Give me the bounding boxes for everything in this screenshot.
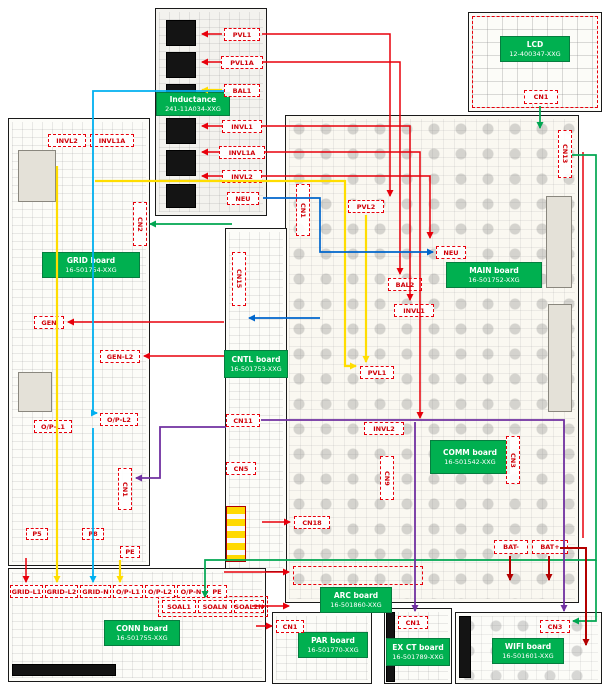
connector-main-pvl1: PVL1 (360, 366, 394, 379)
board-name: GRID board (66, 256, 116, 266)
board-name: ARC board (333, 591, 379, 601)
lcd-board-label: LCD 12-400347-XXG (500, 36, 570, 62)
cntl-board-label: CNTL board 16-501753-XXG (224, 350, 288, 378)
connector-inductance-invl2: INVL2 (222, 170, 262, 183)
inductor-block (166, 52, 196, 78)
connector-conn-opl2: O/P-L2 (145, 585, 175, 598)
connector-conn-soal2n: SOAL2N (234, 600, 264, 613)
inductance-board-label: Inductance 241-11A034-XXG (156, 92, 230, 116)
board-part-number: 16-501601-XXG (502, 651, 554, 660)
board-name: LCD (526, 40, 544, 50)
board-part-number: 16-501755-XXG (116, 633, 168, 642)
grid-relay (18, 150, 56, 202)
connector-main-cn9: CN9 (380, 456, 394, 500)
board-part-number: 12-400347-XXG (509, 49, 561, 58)
connector-main-bat: BAT+ (532, 540, 568, 554)
connector-grid-pe: PE (120, 546, 140, 558)
comm-board-label: COMM board 16-501542-XXG (430, 440, 510, 474)
connector-inductance-invl1a: INVL1A (219, 146, 265, 159)
connector-exct-cn1: CN1 (398, 616, 428, 629)
inductor-block (166, 184, 196, 208)
connector-lcd-cn1: CN1 (524, 90, 558, 104)
connector-conn-pe: PE (207, 585, 227, 598)
board-part-number: 16-501752-XXG (468, 275, 520, 284)
board-part-number: 16-501860-XXG (330, 600, 382, 609)
board-name: EX CT board (392, 643, 444, 653)
board-part-number: 241-11A034-XXG (165, 104, 221, 113)
board-name: COMM board (442, 448, 498, 458)
connector-cntl-cn11: CN11 (226, 414, 260, 427)
connector-grid-invl1a: INVL1A (90, 134, 134, 147)
connector-main-invl2: INVL2 (364, 422, 404, 435)
main-board (285, 115, 579, 603)
board-part-number: 16-501753-XXG (230, 364, 282, 373)
connector-conn-gridn: GRID-N (80, 585, 111, 598)
connector-conn-opl1: O/P-L1 (113, 585, 143, 598)
connector-inductance-neu: NEU (227, 192, 259, 205)
board-part-number: 16-501754-XXG (65, 265, 117, 274)
board-part-number: 16-501770-XXG (307, 645, 359, 654)
connector-grid-genl2: GEN-L2 (100, 350, 140, 363)
pcb-texture (289, 119, 575, 599)
terminal-strip (226, 506, 246, 562)
exct-board-label: EX CT board 16-501789-XXG (386, 638, 450, 666)
board-name: MAIN board (469, 266, 519, 276)
arc-board-label: ARC board 16-501860-XXG (320, 587, 392, 613)
connector-conn-opn: O/P-N (177, 585, 205, 598)
connector-grid-cn2: CN2 (133, 202, 147, 246)
connector-grid-opl2: O/P-L2 (100, 413, 138, 426)
connector-conn-gridl2: GRID-L2 (45, 585, 78, 598)
lcd-keypad-outline (472, 16, 598, 108)
connector-main-cn18: CN18 (294, 516, 330, 529)
board-name: CNTL board (231, 355, 281, 365)
wifi-antenna-block (459, 616, 471, 678)
connector-main-pvl2: PVL2 (348, 200, 384, 213)
grid-relay (18, 372, 52, 412)
board-name: WIFI board (504, 642, 552, 652)
par-board-label: PAR board 16-501770-XXG (298, 632, 368, 658)
connector-grid-p8: P8 (82, 528, 104, 540)
board-part-number: 16-501789-XXG (392, 652, 444, 661)
connector-main-cn1: CN1 (296, 184, 310, 236)
connector-conn-soaln: SOALN (198, 600, 232, 613)
main-heatsink (546, 196, 572, 288)
connector-inductance-bal1: BAL1 (224, 84, 260, 97)
connector-main-bat: BAT- (494, 540, 528, 554)
connector-main-cn3: CN3 (506, 436, 520, 484)
connector-main-bal2: BAL2 (388, 278, 422, 291)
connector-grid-p5: P5 (26, 528, 48, 540)
connector-grid-opl1: O/P-L1 (34, 420, 72, 433)
conn-terminal-bar (12, 664, 116, 676)
connector-par-cn1: CN1 (276, 620, 304, 633)
connector-cntl-cn5: CN5 (226, 462, 256, 475)
connector-inductance-pvl1a: PVL1A (221, 56, 263, 69)
wifi-board-label: WIFI board 16-501601-XXG (492, 638, 564, 664)
grid-board-label: GRID board 16-501754-XXG (42, 252, 140, 278)
connector-grid-invl2: INVL2 (48, 134, 86, 147)
board-name: PAR board (311, 636, 355, 646)
connector-inductance-pvl1: PVL1 (224, 28, 260, 41)
main-board-label: MAIN board 16-501752-XXG (446, 262, 542, 288)
connector-cntl-cn15: CN15 (232, 252, 246, 306)
board-name: CONN board (116, 624, 168, 634)
inductor-block (166, 150, 196, 176)
connector-grid-gen: GEN (34, 316, 64, 329)
inductor-block (166, 118, 196, 144)
main-heatsink (548, 304, 572, 412)
arc-connector-outline (293, 566, 423, 585)
connector-main-cn13: CN13 (558, 130, 572, 178)
inductor-block (166, 20, 196, 46)
connector-grid-cn1: CN1 (118, 468, 132, 510)
connector-inductance-invl1: INVL1 (222, 120, 262, 133)
connector-wifi-cn3: CN3 (540, 620, 570, 633)
board-part-number: 16-501542-XXG (444, 457, 496, 466)
connector-main-neu: NEU (436, 246, 466, 259)
connector-main-invl1: INVL1 (394, 304, 434, 317)
connector-conn-gridl1: GRID-L1 (10, 585, 43, 598)
board-name: Inductance (169, 95, 217, 105)
conn-board-label: CONN board 16-501755-XXG (104, 620, 180, 646)
connector-conn-soal1: SOAL1 (162, 600, 196, 613)
